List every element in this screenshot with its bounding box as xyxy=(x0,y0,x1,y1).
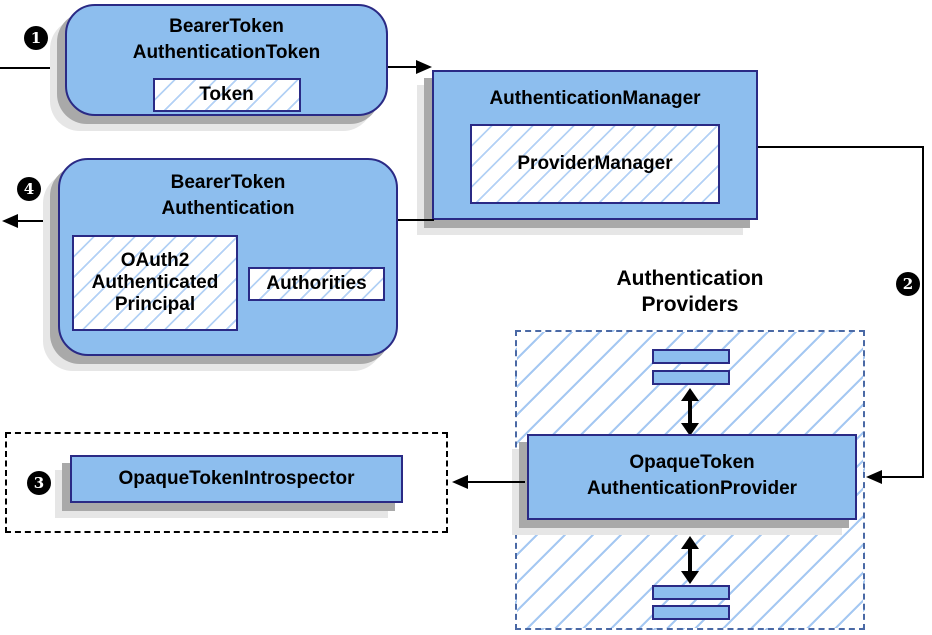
oauth2-authenticated-principal-box: OAuth2 Authenticated Principal xyxy=(72,235,238,331)
incoming-request-line xyxy=(0,67,65,69)
arrow-up-icon xyxy=(681,536,699,549)
bearer-token-authentication-node: BearerToken Authentication OAuth2 Authen… xyxy=(58,158,398,356)
arrow-right-icon xyxy=(416,60,432,74)
opaque-token-introspector-node: OpaqueTokenIntrospector xyxy=(70,455,403,503)
manager-to-provider-line-vertical xyxy=(922,146,924,478)
step-3-badge: 3 xyxy=(27,471,51,495)
authentication-providers-label: Authentication Providers xyxy=(616,267,764,316)
provider-to-introspector-line xyxy=(464,481,525,483)
arrow-up-icon xyxy=(681,388,699,401)
manager-to-provider-line-top xyxy=(758,146,924,148)
bidirectional-arrow-icon xyxy=(681,536,699,584)
step-3-number: 3 xyxy=(33,474,45,492)
step-2-number: 2 xyxy=(902,275,914,293)
arrow-down-icon xyxy=(681,571,699,584)
arrow-left-icon xyxy=(866,470,882,484)
opaque-token-authentication-provider-title: OpaqueToken AuthenticationProvider xyxy=(586,452,798,499)
bidirectional-arrow-icon xyxy=(681,388,699,436)
token-box: Token xyxy=(152,78,301,112)
provider-manager-box: ProviderManager xyxy=(470,124,720,204)
manager-to-authentication-line xyxy=(398,219,434,221)
arrow-down-icon xyxy=(681,423,699,436)
manager-to-provider-line-bottom xyxy=(878,476,924,478)
step-4-number: 4 xyxy=(23,180,35,198)
bearer-token-authentication-token-title: BearerToken AuthenticationToken xyxy=(132,16,321,63)
step-1-badge: 1 xyxy=(24,26,48,50)
bearer-token-authentication-token-node: BearerToken AuthenticationToken Token xyxy=(65,4,388,116)
provider-stack-bar xyxy=(652,605,730,620)
provider-stack-bar xyxy=(652,349,730,364)
opaque-token-authentication-provider-node: OpaqueToken AuthenticationProvider xyxy=(527,434,857,520)
authentication-manager-title: AuthenticationManager xyxy=(489,88,701,109)
provider-stack-bar xyxy=(652,585,730,600)
bearer-token-authentication-title: BearerToken Authentication xyxy=(161,172,295,219)
step-1-number: 1 xyxy=(30,29,42,47)
arrow-left-icon xyxy=(2,214,18,228)
arrow-left-icon xyxy=(452,475,468,489)
authentication-manager-node: AuthenticationManager ProviderManager xyxy=(432,70,758,220)
token-to-manager-line xyxy=(388,66,418,68)
provider-stack-bar xyxy=(652,370,730,385)
step-2-badge: 2 xyxy=(896,272,920,296)
step-4-badge: 4 xyxy=(17,177,41,201)
authentication-out-line xyxy=(14,220,60,222)
authorities-box: Authorities xyxy=(248,267,385,301)
